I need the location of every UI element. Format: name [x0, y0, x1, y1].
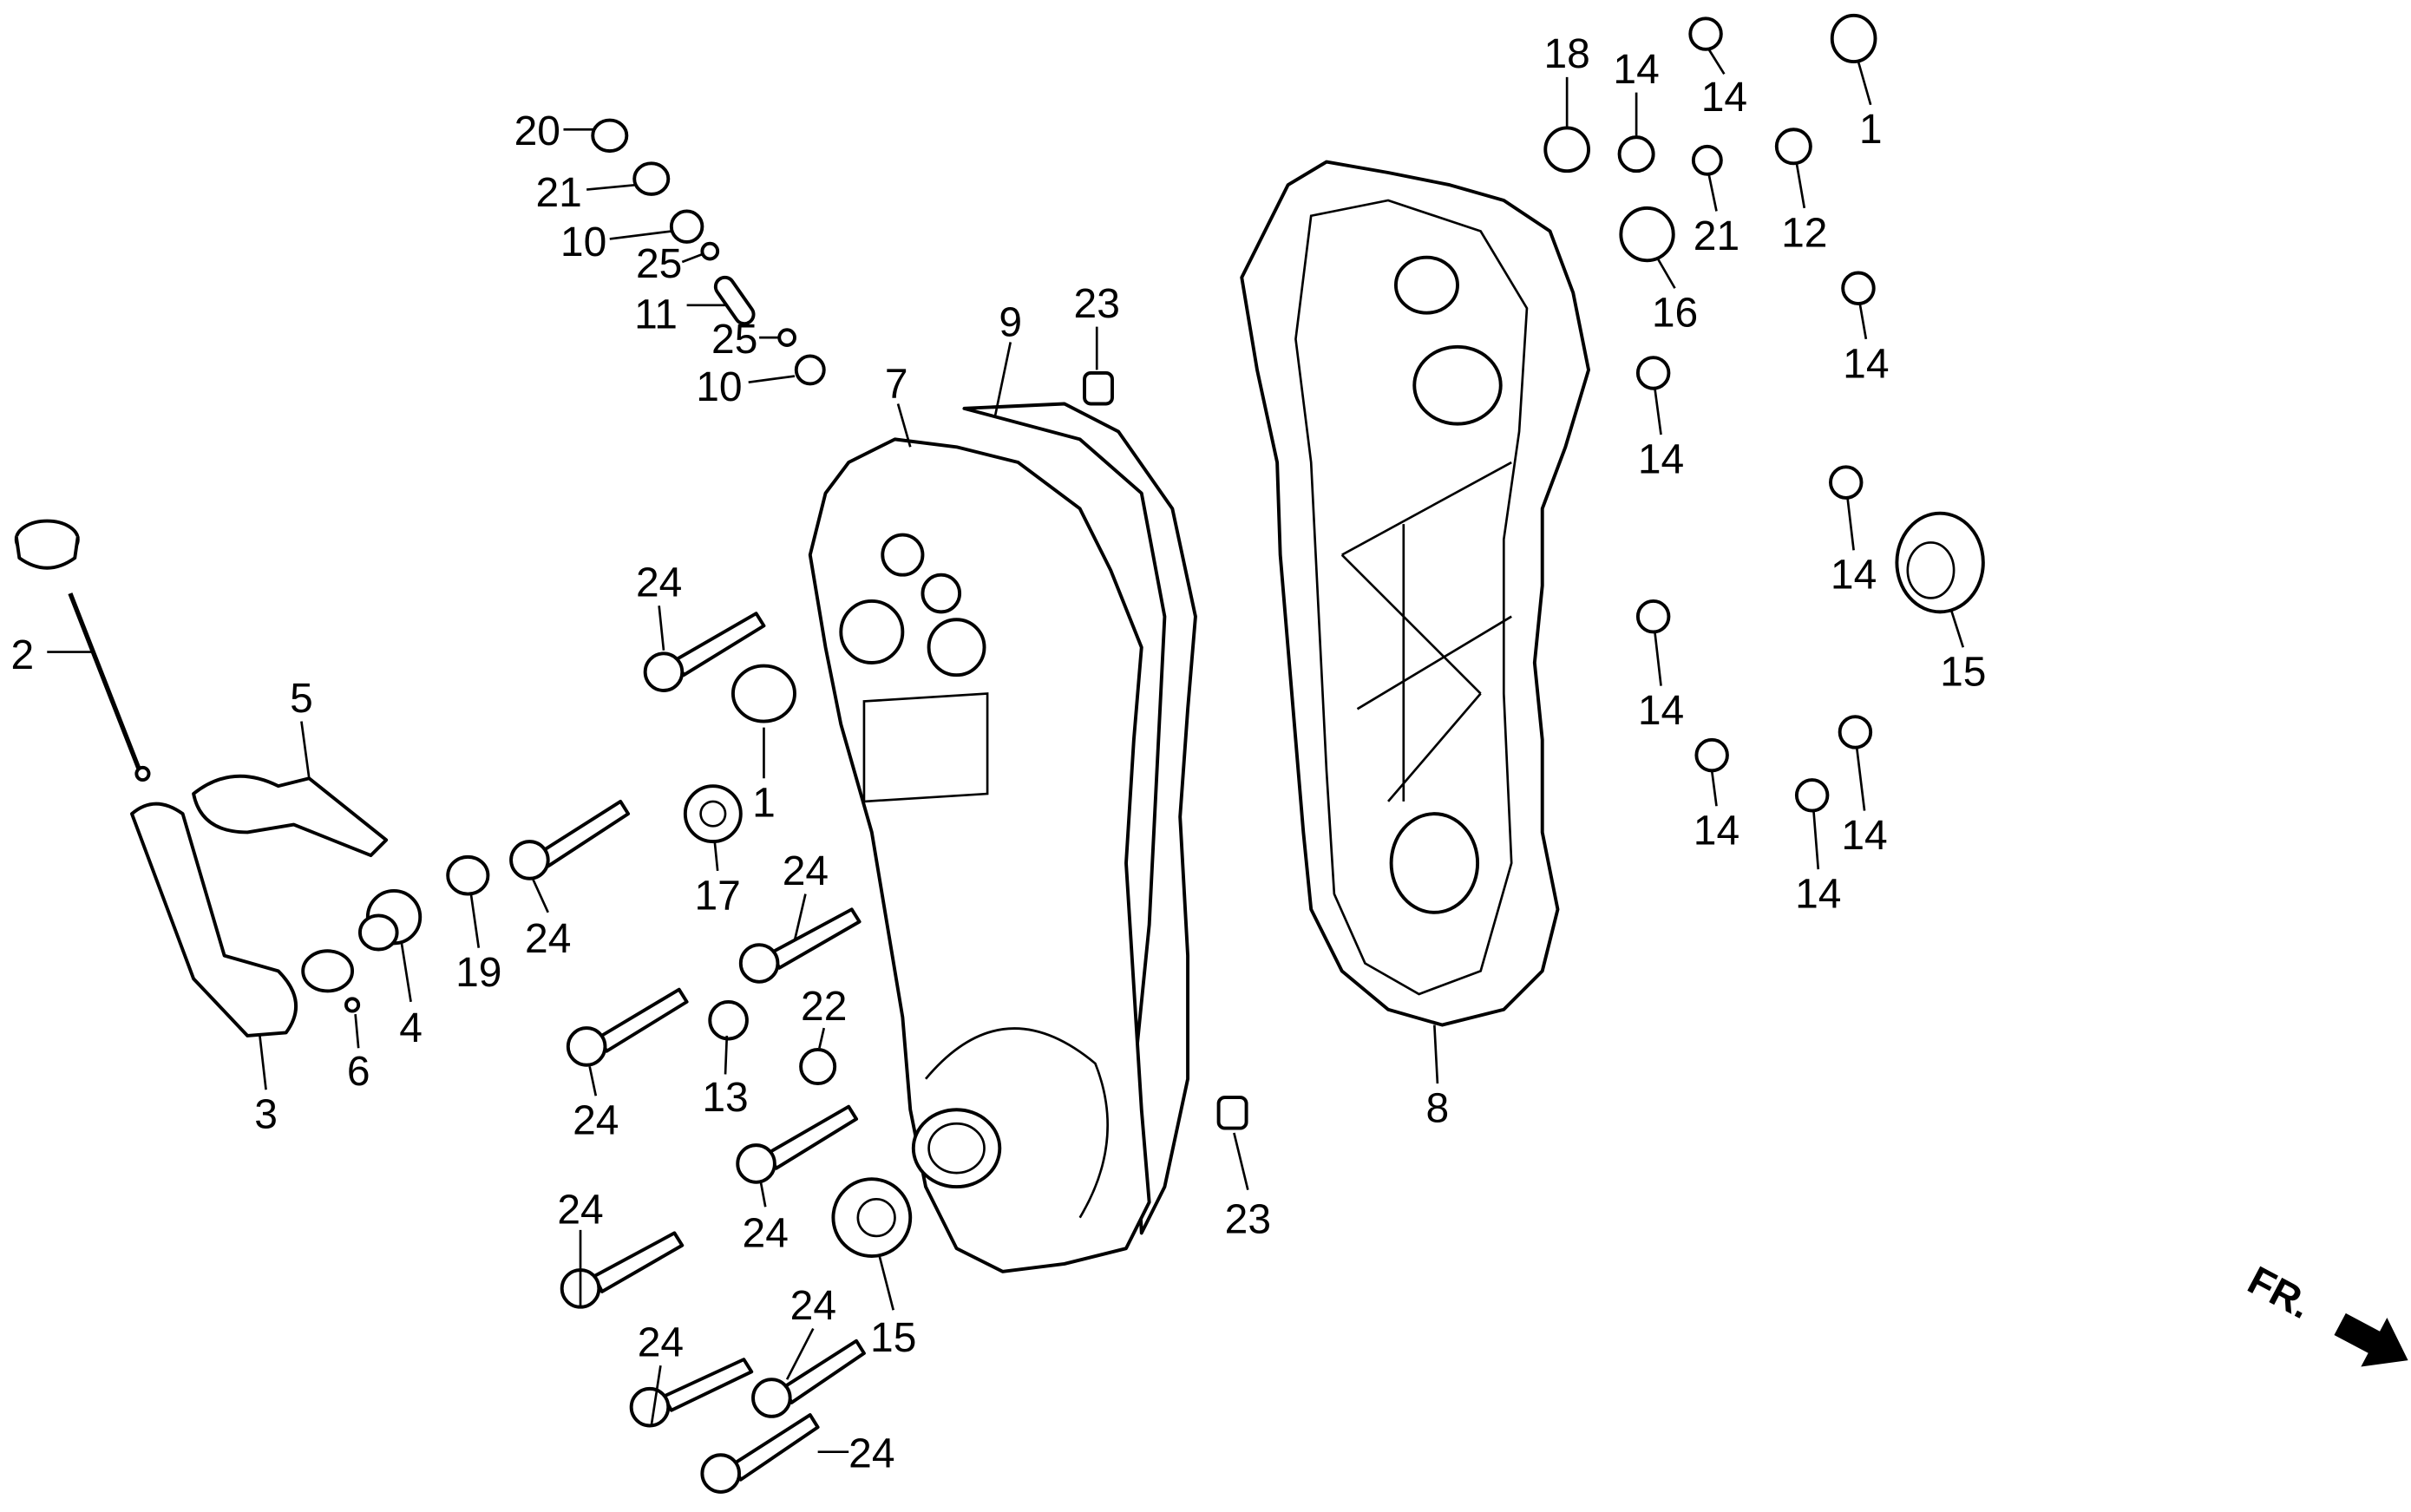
callout: 9	[999, 299, 1022, 345]
callout: 14	[1694, 808, 1739, 854]
callout: 14	[1638, 688, 1684, 734]
callout: 23	[1074, 281, 1120, 327]
callout: 20	[514, 108, 560, 154]
callout: 21	[535, 170, 581, 216]
dipstick-part-2	[14, 519, 151, 782]
callout: 24	[743, 1210, 789, 1256]
callout: 24	[636, 560, 682, 606]
callout: 24	[783, 848, 829, 894]
rear-case-cover-part-8	[1240, 160, 1590, 1027]
arrow-right-icon	[2334, 1312, 2408, 1367]
gasket-part-9	[962, 402, 1197, 1235]
callout: 24	[790, 1283, 836, 1329]
front-direction-indicator: FR.	[2241, 1257, 2408, 1367]
callout: 1	[1859, 107, 1883, 153]
callout: 18	[1543, 31, 1589, 77]
callout-labels: 20 21 10 25 11 25 10 9 23 7 2 5 24 1 17 …	[10, 31, 1986, 1476]
callout: 19	[455, 950, 501, 996]
callout: 14	[1613, 47, 1659, 93]
callout: 14	[1701, 75, 1747, 121]
front-label: FR.	[2241, 1257, 2319, 1327]
callout: 1	[752, 781, 776, 827]
flange-bolts-part-24	[509, 612, 866, 1494]
callout: 15	[1940, 650, 1986, 696]
callout: 23	[1225, 1196, 1271, 1242]
callout: 14	[1841, 813, 1887, 859]
leader-lines	[47, 49, 1965, 1454]
front-case-cover-part-7	[808, 437, 1151, 1273]
callout: 25	[636, 241, 682, 287]
bolt	[629, 1358, 754, 1428]
callout: 5	[290, 676, 313, 722]
callout: 13	[702, 1075, 748, 1121]
callout: 24	[848, 1430, 894, 1476]
callout: 2	[10, 632, 34, 678]
bolt	[738, 907, 862, 984]
callout: 14	[1831, 553, 1877, 599]
callout: 7	[885, 361, 908, 407]
callout: 6	[347, 1049, 370, 1095]
callout: 25	[711, 317, 757, 363]
bracket-part-5	[192, 774, 389, 858]
callout: 12	[1781, 210, 1827, 256]
bolt	[643, 612, 766, 692]
callout: 22	[801, 984, 847, 1030]
callout: 24	[638, 1320, 684, 1366]
small-parts-4-6-19	[301, 854, 490, 1013]
callout: 21	[1694, 213, 1739, 259]
callout: 24	[525, 916, 571, 962]
callout: 17	[694, 873, 740, 919]
callout: 14	[1638, 436, 1684, 482]
callout: 10	[560, 219, 606, 265]
callout: 24	[573, 1098, 619, 1144]
callout: 10	[696, 364, 742, 410]
callout: 8	[1426, 1085, 1450, 1131]
bolt	[700, 1413, 820, 1494]
callout: 16	[1652, 291, 1698, 337]
callout: 15	[870, 1315, 916, 1361]
callout: 11	[634, 291, 678, 337]
callout: 3	[254, 1092, 278, 1138]
bolt	[566, 987, 689, 1067]
small-parts	[591, 13, 1985, 1259]
oil-filler-pipe-part-3	[130, 802, 298, 1037]
callout: 14	[1843, 341, 1889, 387]
bolt	[736, 1104, 859, 1184]
callout: 4	[399, 1005, 423, 1051]
callout: 24	[557, 1188, 603, 1234]
bolt	[751, 1339, 866, 1418]
callout: 14	[1795, 872, 1841, 918]
bolt	[509, 799, 631, 880]
